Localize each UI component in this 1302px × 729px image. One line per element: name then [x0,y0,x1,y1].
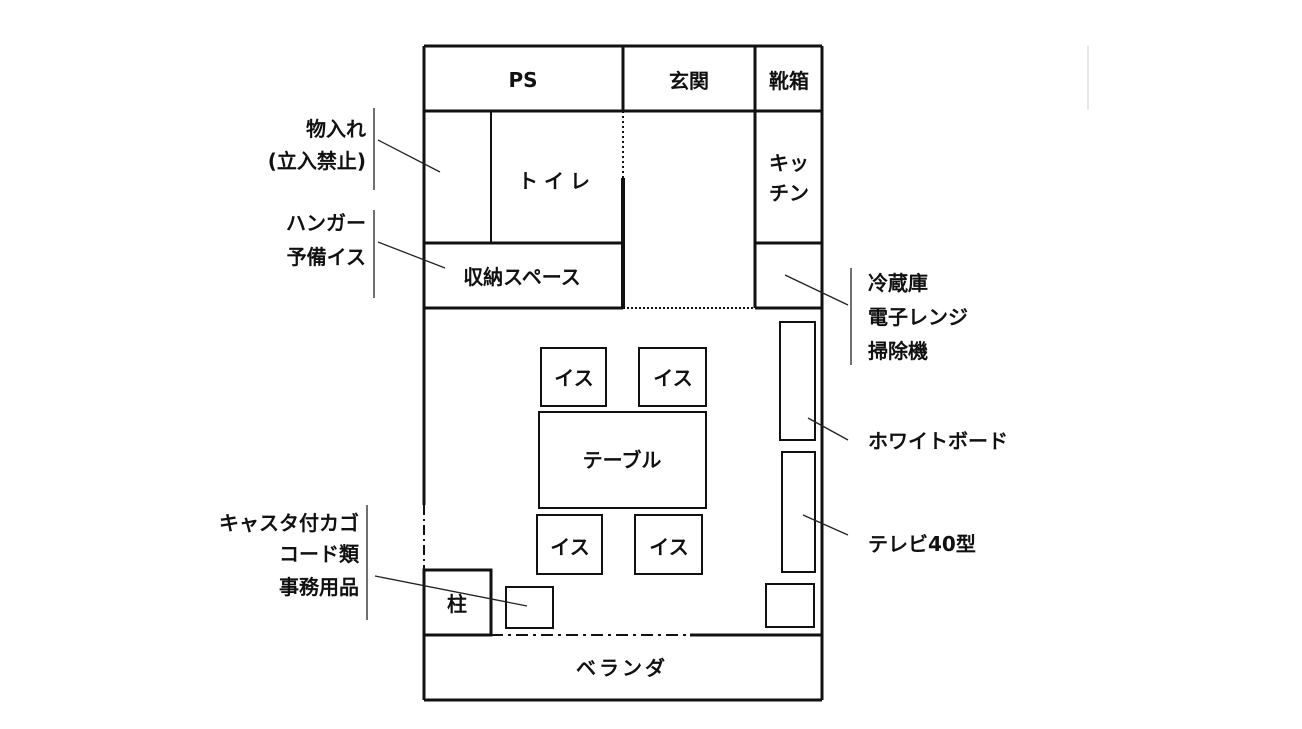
room-entrance: 玄関 [669,69,709,93]
room-veranda: ベランダ [576,656,668,680]
caster-basket [505,586,554,629]
callout-tv: テレビ40型 [868,532,976,556]
callout-office-supplies: 事務用品 [279,575,359,599]
chair-label: イス [649,535,688,559]
table-label: テーブル [583,448,662,472]
furniture [505,321,816,629]
callout-caster: キャスタ付カゴ [219,511,359,535]
chair [540,347,607,407]
callout-cords: コード類 [279,542,360,566]
whiteboard [779,321,816,441]
callout-vacuum: 掃除機 [868,339,928,363]
callout-microwave: 電子レンジ [868,305,968,329]
walls [422,44,824,702]
cabinet [765,583,815,628]
room-storage: 収納スペース [463,265,581,289]
room-shoe-box: 靴箱 [769,69,809,93]
chair-label: イス [550,535,589,559]
callouts [366,46,1089,620]
room-kitchen-2: チン [769,181,809,205]
chair [638,347,707,407]
tv [781,451,816,573]
callout-closet-note: (立入禁止) [268,149,366,173]
callout-spare-chair: 予備イス [287,245,366,269]
callout-closet: 物入れ [306,117,366,141]
callout-fridge: 冷蔵庫 [868,271,928,295]
chair [536,514,603,575]
callout-whiteboard: ホワイトボード [868,429,1008,453]
chair-label: イス [554,366,593,390]
room-toilet: トイレ [518,169,596,193]
chair [634,514,703,575]
room-kitchen-1: キッ [769,151,809,175]
chair-label: イス [653,366,692,390]
room-ps: PS [508,68,537,92]
room-pillar: 柱 [447,592,467,616]
table [538,411,707,509]
callout-hanger: ハンガー [286,211,366,235]
